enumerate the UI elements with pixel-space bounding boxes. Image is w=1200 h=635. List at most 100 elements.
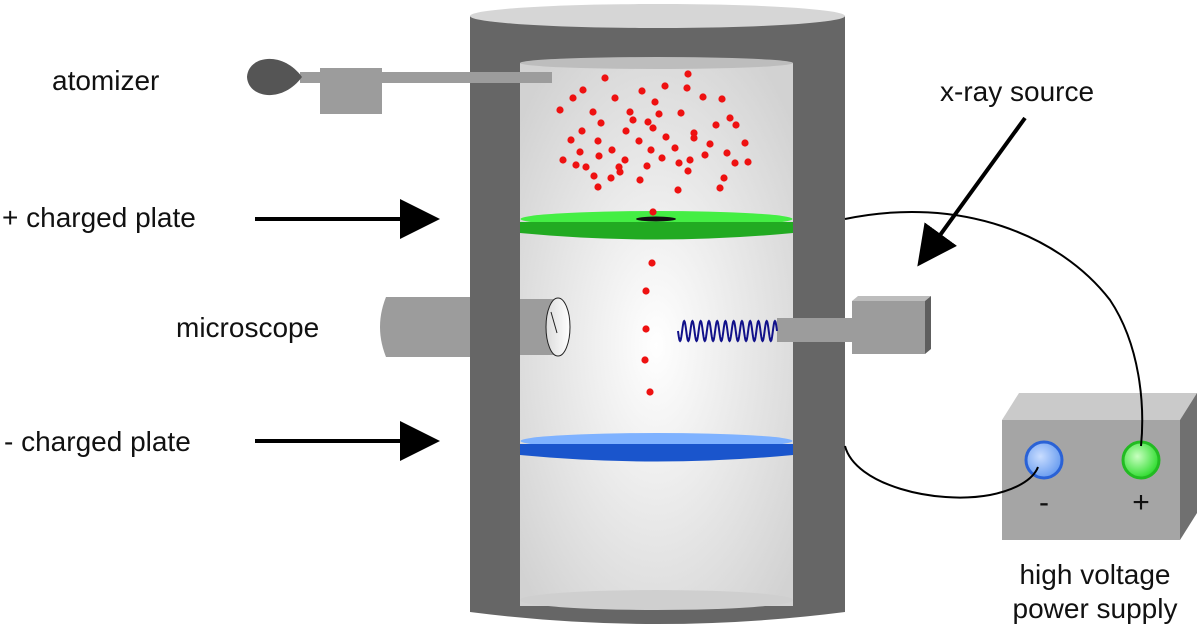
oil-droplet [626, 108, 634, 116]
oil-droplet [643, 162, 651, 170]
oil-droplet [642, 325, 650, 333]
power-supply-side [1180, 393, 1197, 540]
oil-droplet [723, 149, 731, 157]
oil-droplet [744, 158, 752, 166]
oil-droplet [684, 167, 692, 175]
droplet-cloud [556, 70, 752, 194]
oil-droplet [629, 116, 637, 124]
oil-droplet [590, 172, 598, 180]
oil-droplet [608, 146, 616, 154]
chamber-bottom-floor [520, 590, 793, 610]
chamber-top-cap [470, 4, 845, 28]
oil-droplet [699, 93, 707, 101]
xray-box-top [852, 296, 931, 301]
microscope-barrel-left [380, 297, 470, 357]
spring-coil-icon [677, 319, 778, 343]
atomizer-bulb-icon [247, 58, 302, 96]
oil-droplet [567, 136, 575, 144]
xray-source-label: x-ray source [940, 76, 1094, 107]
wire-positive [844, 211, 1144, 447]
oil-droplet [662, 133, 670, 141]
oil-droplet [616, 168, 624, 176]
oil-droplet [701, 151, 709, 159]
atomizer-body [320, 68, 382, 114]
oil-droplet [642, 287, 650, 295]
oil-droplet [611, 94, 619, 102]
oil-droplet [556, 106, 564, 114]
oil-droplet [741, 139, 749, 147]
microscope-label: microscope [176, 312, 319, 343]
oil-droplet [671, 144, 679, 152]
oil-droplet [712, 121, 720, 129]
plus-terminal-label: + [1132, 486, 1150, 519]
negative-plate-annotation: - charged plate [4, 421, 440, 461]
xray-tube [777, 318, 852, 342]
atomizer-label: atomizer [52, 65, 159, 96]
oil-droplet [674, 186, 682, 194]
oil-droplet [559, 156, 567, 164]
oil-droplet [646, 388, 654, 396]
chamber-inner-top [520, 57, 793, 69]
oil-droplet [622, 127, 630, 135]
plate-hole [636, 216, 676, 222]
power-supply-front [1002, 420, 1180, 540]
power-supply-top [1002, 393, 1197, 420]
wire-negative [844, 445, 1039, 499]
terminal-plus-icon [1121, 440, 1161, 480]
oil-droplet [578, 127, 586, 135]
oil-droplet [649, 124, 657, 132]
atomizer: atomizer [52, 58, 552, 114]
wires [844, 211, 1144, 499]
oil-droplet [675, 159, 683, 167]
xray-arrow-icon [917, 116, 1027, 267]
oil-droplet [569, 94, 577, 102]
oil-droplet [716, 184, 724, 192]
positive-plate-edge [520, 222, 793, 240]
oil-droplet [621, 156, 629, 164]
positive-plate [520, 211, 793, 240]
oil-droplet [720, 174, 728, 182]
oil-droplet [589, 108, 597, 116]
oil-droplet [638, 87, 646, 95]
atomizer-tube [300, 72, 552, 83]
oil-droplet [686, 156, 694, 164]
oil-droplet [649, 208, 657, 216]
oil-droplet [648, 259, 656, 267]
oil-droplet [690, 134, 698, 142]
oil-droplet [690, 129, 698, 137]
oil-droplet [572, 161, 580, 169]
oil-droplet [651, 98, 659, 106]
chamber [470, 4, 845, 624]
oil-droplet [641, 356, 649, 364]
power-supply-label-line1: high voltage [1019, 559, 1170, 590]
oil-droplet [635, 137, 643, 145]
oil-droplet [644, 118, 652, 126]
terminal-minus-icon [1024, 440, 1064, 480]
oil-droplet [579, 86, 587, 94]
microscope-eyepiece [545, 297, 571, 357]
positive-plate-annotation: + charged plate [2, 199, 440, 239]
oil-droplet [655, 110, 663, 118]
microscope: microscope [176, 297, 571, 357]
oil-droplet [647, 146, 655, 154]
xray-source: x-ray source [677, 76, 1094, 354]
power-supply: - + high voltage power supply [1002, 393, 1197, 624]
oil-droplet [706, 140, 714, 148]
oil-droplet [607, 174, 615, 182]
oil-droplet [597, 119, 605, 127]
power-supply-label-line2: power supply [1013, 593, 1178, 624]
oil-droplet [718, 95, 726, 103]
oil-droplet [677, 109, 685, 117]
positive-plate-label: + charged plate [2, 202, 196, 233]
oil-droplet [731, 159, 739, 167]
oil-droplet [726, 114, 734, 122]
negative-plate [520, 433, 793, 462]
minus-terminal-label: - [1039, 486, 1049, 519]
oil-droplet [576, 148, 584, 156]
negative-plate-label: - charged plate [4, 426, 191, 457]
oil-droplet [594, 183, 602, 191]
oil-droplet [594, 137, 602, 145]
oil-droplet [636, 176, 644, 184]
